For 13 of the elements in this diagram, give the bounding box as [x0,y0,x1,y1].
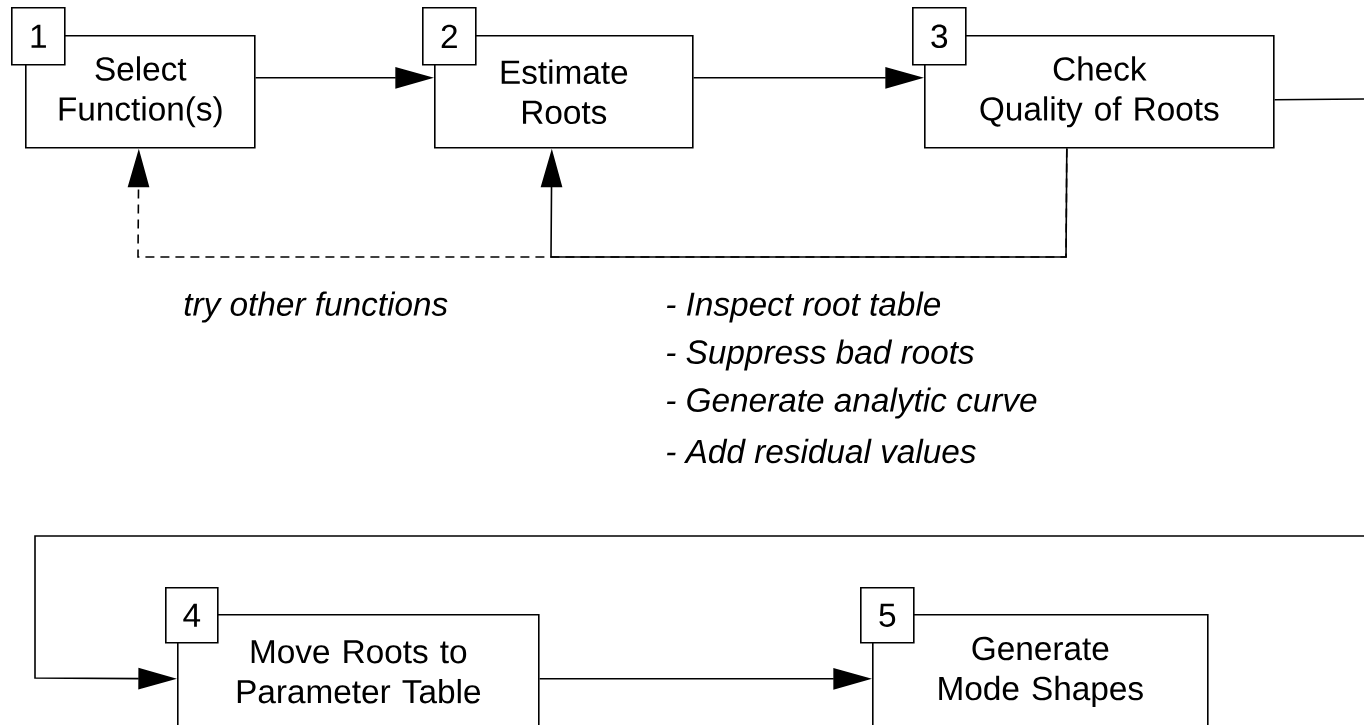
edge-label: try other functions [183,291,449,323]
list-item: - Inspect root table [667,291,941,323]
arrow [540,147,1068,258]
arrow [34,98,1364,690]
arrow [127,147,1068,258]
list-item: - Add residual values [667,438,976,464]
step-number-box: 5 [860,587,915,644]
step-number-box: 4 [165,587,219,644]
step-number-box: 2 [422,7,477,66]
step-number-box: 1 [11,7,66,66]
list-item: - Generate analytic curve [667,387,1037,419]
list-item: - Suppress bad roots [667,339,974,371]
step-number-box: 3 [912,7,967,66]
